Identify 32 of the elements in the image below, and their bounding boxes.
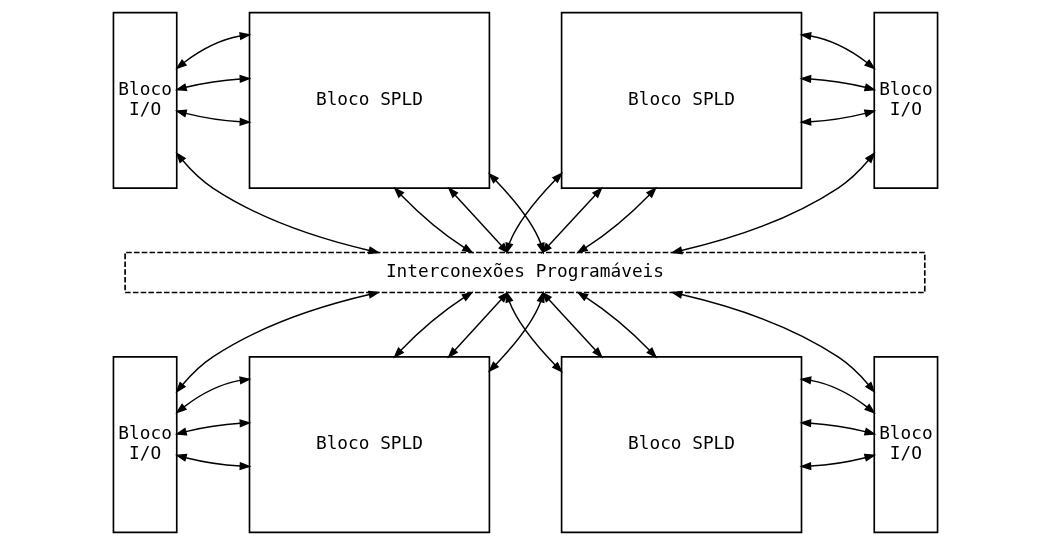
- arrow: [393, 291, 474, 359]
- node-box: Bloco I/O: [873, 11, 939, 189]
- arrow: [670, 290, 876, 394]
- node-box: Bloco I/O: [112, 11, 178, 189]
- arrow: [799, 376, 876, 415]
- arrow: [540, 186, 603, 255]
- arrow: [174, 74, 252, 92]
- arrow: [175, 32, 252, 70]
- arrow: [799, 109, 877, 126]
- arrow: [799, 419, 877, 436]
- arrow: [541, 291, 604, 359]
- arrow: [174, 419, 252, 436]
- arrow: [175, 151, 381, 255]
- node-box: Bloco SPLD: [560, 356, 803, 534]
- arrow: [576, 291, 658, 359]
- arrow: [175, 376, 252, 414]
- node-box: Interconexões Programáveis: [124, 251, 926, 294]
- arrow: [670, 151, 876, 255]
- arrow: [393, 186, 474, 254]
- arrow: [175, 290, 381, 394]
- node-box: Bloco I/O: [112, 356, 178, 534]
- arrow: [174, 453, 252, 471]
- arrow: [799, 74, 877, 92]
- arrow: [174, 109, 252, 126]
- arrow: [799, 453, 877, 471]
- node-box: Bloco SPLD: [248, 356, 491, 534]
- node-box: Bloco SPLD: [248, 11, 491, 189]
- arrow: [576, 186, 658, 254]
- arrow: [447, 291, 509, 359]
- node-box: Bloco SPLD: [560, 11, 803, 189]
- node-box: Bloco I/O: [873, 356, 939, 534]
- arrow: [799, 32, 876, 70]
